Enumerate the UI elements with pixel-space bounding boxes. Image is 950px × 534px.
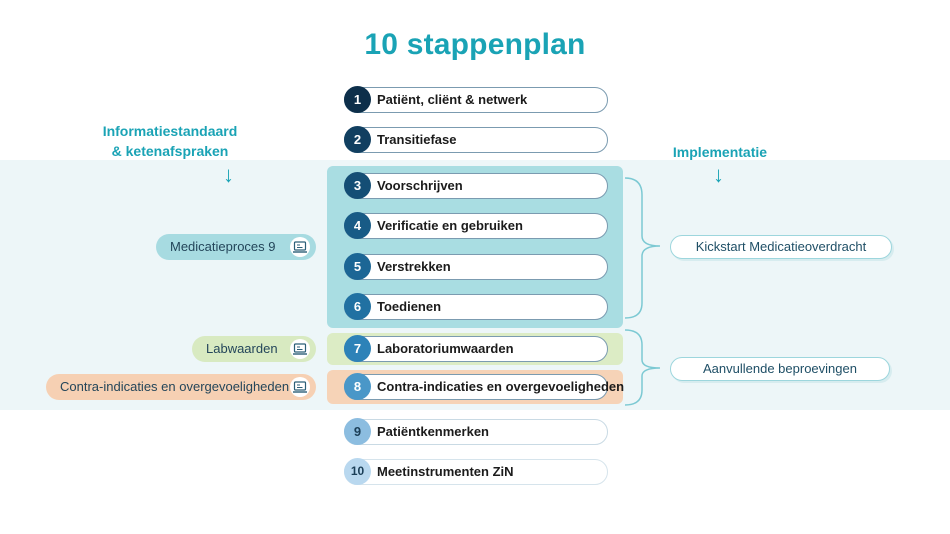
- step-2[interactable]: 2 Transitiefase: [344, 126, 608, 153]
- step-number-badge: 6: [344, 293, 371, 320]
- bracket-aanvullende: [624, 329, 661, 406]
- step-number-badge: 8: [344, 373, 371, 400]
- tag-label: Contra-indicaties en overgevoeligheden: [60, 379, 290, 394]
- step-label: Meetinstrumenten ZiN: [377, 464, 514, 479]
- step-label: Voorschrijven: [377, 178, 463, 193]
- step-8[interactable]: 8 Contra-indicaties en overgevoeligheden: [344, 373, 624, 400]
- right-heading: Implementatie: [672, 144, 768, 160]
- left-heading-line-1: Informatiestandaard: [102, 123, 238, 139]
- pill-aanvullende-beproevingen[interactable]: Aanvullende beproevingen: [670, 357, 890, 381]
- left-heading-line-2: & ketenafspraken: [111, 143, 229, 159]
- step-6[interactable]: 6 Toedienen: [344, 293, 608, 320]
- step-label: Verificatie en gebruiken: [377, 218, 523, 233]
- tag-medicatieproces-9[interactable]: Medicatieproces 9: [156, 234, 316, 260]
- step-number-badge: 2: [344, 126, 371, 153]
- laptop-icon: [290, 339, 310, 359]
- laptop-icon: [290, 237, 310, 257]
- right-down-arrow-icon: ↓: [713, 162, 724, 187]
- step-number-badge: 3: [344, 172, 371, 199]
- step-label: Verstrekken: [377, 259, 451, 274]
- step-number-badge: 4: [344, 212, 371, 239]
- step-label: Patiëntkenmerken: [377, 424, 489, 439]
- step-number-badge: 9: [344, 418, 371, 445]
- bracket-kickstart: [624, 177, 661, 319]
- tag-label: Labwaarden: [206, 341, 278, 356]
- step-number-badge: 5: [344, 253, 371, 280]
- tag-labwaarden[interactable]: Labwaarden: [192, 336, 316, 362]
- left-heading: Informatiestandaard & ketenafspraken: [70, 121, 270, 161]
- left-down-arrow-icon: ↓: [223, 162, 234, 187]
- tag-contra-indicaties[interactable]: Contra-indicaties en overgevoeligheden: [46, 374, 316, 400]
- step-9[interactable]: 9 Patiëntkenmerken: [344, 418, 608, 445]
- step-label: Laboratoriumwaarden: [377, 341, 514, 356]
- laptop-icon: [290, 377, 310, 397]
- page-title: 10 stappenplan: [364, 28, 586, 61]
- step-4[interactable]: 4 Verificatie en gebruiken: [344, 212, 608, 239]
- step-number-badge: 7: [344, 335, 371, 362]
- step-1[interactable]: 1 Patiënt, cliënt & netwerk: [344, 86, 608, 113]
- step-label: Toedienen: [377, 299, 442, 314]
- step-10[interactable]: 10 Meetinstrumenten ZiN: [344, 458, 608, 485]
- step-number-badge: 1: [344, 86, 371, 113]
- step-label: Contra-indicaties en overgevoeligheden: [377, 379, 625, 394]
- step-label: Patiënt, cliënt & netwerk: [377, 92, 528, 107]
- pill-kickstart-medicatieoverdracht[interactable]: Kickstart Medicatieoverdracht: [670, 235, 892, 259]
- tag-label: Medicatieproces 9: [170, 239, 276, 254]
- step-label: Transitiefase: [377, 132, 457, 147]
- step-7[interactable]: 7 Laboratoriumwaarden: [344, 335, 608, 362]
- step-number-badge: 10: [344, 458, 371, 485]
- step-5[interactable]: 5 Verstrekken: [344, 253, 608, 280]
- step-3[interactable]: 3 Voorschrijven: [344, 172, 608, 199]
